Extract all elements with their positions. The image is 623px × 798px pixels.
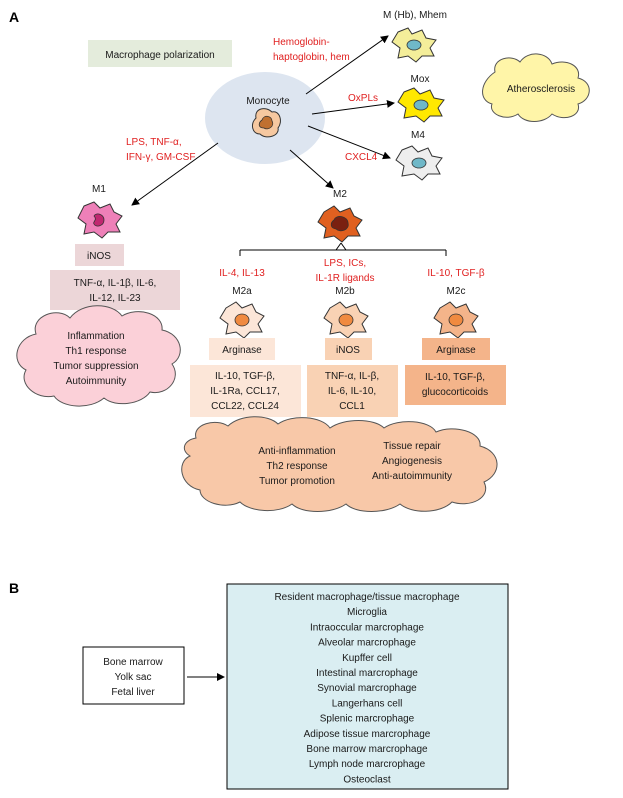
mox-label: Mox [411, 74, 430, 85]
tissue-macrophage-item: Intraoccular marcrophage [310, 622, 424, 633]
arrow-to-m4 [307, 125, 391, 160]
arrow-to-m2 [289, 149, 334, 189]
monocyte-cell-icon [252, 108, 281, 138]
tissue-macrophage-item: Splenic marcrophage [320, 714, 415, 725]
m2-function-right-0: Tissue repair [383, 441, 441, 452]
m1-function-3: Autoimmunity [66, 376, 127, 387]
tissue-macrophage-item: Alveolar marcrophage [318, 638, 416, 649]
m2a-product-1: IL-1Ra, CCL17, [210, 386, 279, 397]
m1-function-cloud [16, 305, 181, 407]
m2c-stimulus: IL-10, TGF-β [427, 268, 484, 279]
tissue-macrophage-item: Osteoclast [343, 774, 390, 785]
m1-function-0: Inflammation [67, 331, 124, 342]
atherosclerosis-label: Atherosclerosis [507, 84, 575, 95]
polarization-label: Macrophage polarization [105, 50, 215, 61]
tissue-macrophage-item: Synovial marcrophage [317, 683, 417, 694]
origin-0: Bone marrow [103, 657, 163, 668]
arrow-to-m1 [131, 142, 219, 206]
tissue-macrophage-item: Intestinal marcrophage [316, 668, 418, 679]
m2a-product-2: CCL22, CCL24 [211, 401, 279, 412]
mhb-cell-icon [391, 27, 437, 63]
m1-products-box [50, 270, 180, 310]
m2a-products-box [190, 365, 301, 417]
m2a-cell-icon [219, 301, 265, 339]
m2-bracket [239, 242, 447, 256]
m1-stimulus-line1: LPS, TNF-α, [126, 137, 182, 148]
origins-box [82, 646, 185, 705]
m2c-label: M2c [447, 286, 466, 297]
m2a-stimulus: IL-4, IL-13 [219, 268, 265, 279]
m2b-product-0: TNF-α, IL-β, [325, 371, 379, 382]
m4-cell-icon [395, 145, 443, 181]
m1-label: M1 [92, 184, 106, 195]
mhb-label: M (Hb), Mhem [383, 10, 447, 21]
panel-a-letter: A [9, 9, 19, 25]
m1-function-2: Tumor suppression [53, 361, 138, 372]
origin-2: Fetal liver [111, 687, 155, 698]
m2-function-right-1: Angiogenesis [382, 456, 442, 467]
m2b-stimulus-line1: LPS, ICs, [324, 258, 366, 269]
tissue-macrophage-item: Microglia [347, 607, 387, 618]
tissue-macrophage-item: Kupffer cell [342, 653, 392, 664]
mhb-stimulus-line1: Hemoglobin- [273, 37, 330, 48]
m2c-products-box [405, 365, 506, 405]
tissue-macrophages-list: Resident macrophage/tissue macrophageMic… [274, 592, 460, 785]
m2-function-left-1: Th2 response [266, 461, 328, 472]
m2a-product-0: IL-10, TGF-β, [215, 371, 275, 382]
m2a-enzyme: Arginase [222, 345, 262, 356]
mox-stimulus: OxPLs [348, 93, 378, 104]
m2c-enzyme-box [422, 338, 490, 360]
m2-function-left-2: Tumor promotion [259, 476, 335, 487]
m2-function-cloud [181, 416, 498, 512]
tissue-macrophage-item: Lymph node marcrophage [309, 759, 426, 770]
m2-label: M2 [333, 189, 347, 200]
polarization-label-box [88, 40, 232, 67]
arrow-to-mhb [305, 35, 389, 95]
mox-cell-icon [397, 87, 445, 123]
mhb-stimulus-line2: haptoglobin, hem [273, 52, 350, 63]
tissue-macrophages-box [226, 583, 509, 790]
m2-cell-icon [317, 205, 363, 243]
m2c-product-1: glucocorticoids [422, 387, 488, 398]
m2a-enzyme-box [209, 338, 275, 360]
m2b-enzyme: iNOS [336, 345, 360, 356]
m2a-label: M2a [232, 286, 252, 297]
m1-stimulus-line2: IFN-γ, GM-CSF [126, 152, 195, 163]
m1-products-line1: TNF-α, IL-1β, IL-6, [74, 278, 157, 289]
m1-enzyme: iNOS [87, 251, 111, 262]
panel-b-letter: B [9, 580, 19, 596]
tissue-macrophage-item: Adipose tissue marcrophage [304, 729, 431, 740]
m2-function-left-0: Anti-inflammation [258, 446, 335, 457]
m2b-cell-icon [323, 301, 369, 339]
m2b-label: M2b [335, 286, 355, 297]
m4-stimulus: CXCL4 [345, 152, 378, 163]
tissue-macrophage-item: Bone marrow marcrophage [306, 744, 428, 755]
tissue-macrophage-item: Resident macrophage/tissue macrophage [274, 592, 460, 603]
m1-enzyme-box [75, 244, 124, 266]
m1-products-line2: IL-12, IL-23 [89, 293, 141, 304]
m2b-enzyme-box [325, 338, 372, 360]
monocyte-label: Monocyte [246, 96, 290, 107]
arrow-to-mox [311, 99, 395, 115]
tissue-macrophage-item: Langerhans cell [332, 698, 403, 709]
origin-1: Yolk sac [115, 672, 152, 683]
atherosclerosis-cloud: Atherosclerosis [482, 53, 590, 122]
m2c-cell-icon [433, 301, 479, 339]
m2b-product-1: IL-6, IL-10, [328, 386, 376, 397]
m2b-product-2: CCL1 [339, 401, 365, 412]
m2b-stimulus-line2: IL-1R ligands [316, 273, 375, 284]
m1-cell-icon [77, 201, 123, 239]
m1-function-1: Th1 response [65, 346, 127, 357]
m2c-product-0: IL-10, TGF-β, [425, 372, 485, 383]
m2c-enzyme: Arginase [436, 345, 476, 356]
m2b-products-box [307, 365, 398, 417]
m2-function-right-2: Anti-autoimmunity [372, 471, 452, 482]
m4-label: M4 [411, 130, 425, 141]
